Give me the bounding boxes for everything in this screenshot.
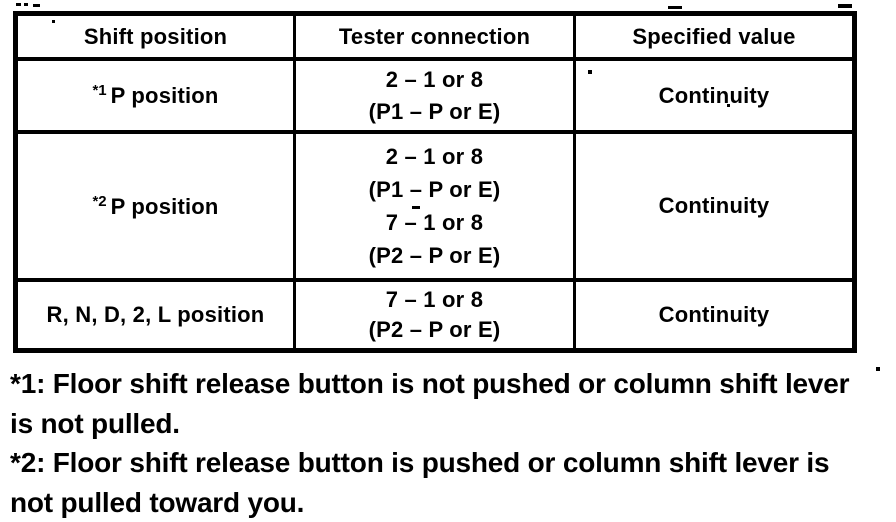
footnote-marker: *2 [92,192,107,210]
tester-connection-line: 2 – 1 or 8 [385,66,484,92]
scan-artifact [668,6,682,9]
tester-connection-cell: 7 – 1 or 8 (P2 – P or E) [296,282,576,348]
tester-connection-cell: 2 – 1 or 8 (P1 – P or E) [296,61,576,134]
scan-artifact [16,3,21,6]
shift-position-cell: R, N, D, 2, L position [18,282,296,348]
footnotes-block: *1: Floor shift release button is not pu… [10,364,894,522]
header-cell-tester-connection: Tester connection [296,16,576,61]
tester-connection-line: (P2 – P or E) [368,243,501,268]
footnote-marker: *1 [92,82,107,99]
header-label: Specified value [632,23,796,49]
tester-connection-line: 7 – 1 or 8 [385,287,484,312]
scan-artifact [52,20,55,23]
header-cell-shift-position: Shift position [18,16,296,61]
footnote-2-line-1: *2: Floor shift release button is pushed… [10,447,830,478]
scan-artifact [33,4,40,7]
tester-connection-line: (P1 – P or E) [368,98,501,124]
scan-artifact [838,4,852,8]
footnote-1-line-2: is not pulled. [10,407,180,439]
specified-value-cell: Continuity [576,282,852,348]
tester-connection-line: 2 – 1 or 8 [385,144,484,169]
footnote-2-line-2: not pulled toward you. [10,486,305,518]
scan-artifact [24,3,28,6]
footnote-1-line-1: *1: Floor shift release button is not pu… [10,368,850,399]
specified-value-text: Continuity [658,82,770,108]
continuity-check-table: Shift position Tester connection Specifi… [13,11,857,353]
tester-connection-line: (P2 – P or E) [368,317,501,342]
scan-artifact [412,206,420,209]
shift-position-text: R, N, D, 2, L position [46,302,265,327]
specified-value-cell: Continuity [576,134,852,282]
tester-connection-line: 7 – 1 or 8 [385,210,484,235]
tester-connection-cell: 2 – 1 or 8 (P1 – P or E) 7 – 1 or 8 (P2 … [296,134,576,282]
header-label: Tester connection [338,23,531,49]
specified-value-text: Continuity [658,302,770,327]
scan-artifact [876,367,880,371]
scan-artifact [727,104,730,107]
tester-connection-line: (P1 – P or E) [368,177,501,202]
header-cell-specified-value: Specified value [576,16,852,61]
specified-value-cell: Continuity [576,61,852,134]
specified-value-text: Continuity [658,193,770,218]
header-label: Shift position [83,23,228,49]
scan-artifact [588,70,592,74]
